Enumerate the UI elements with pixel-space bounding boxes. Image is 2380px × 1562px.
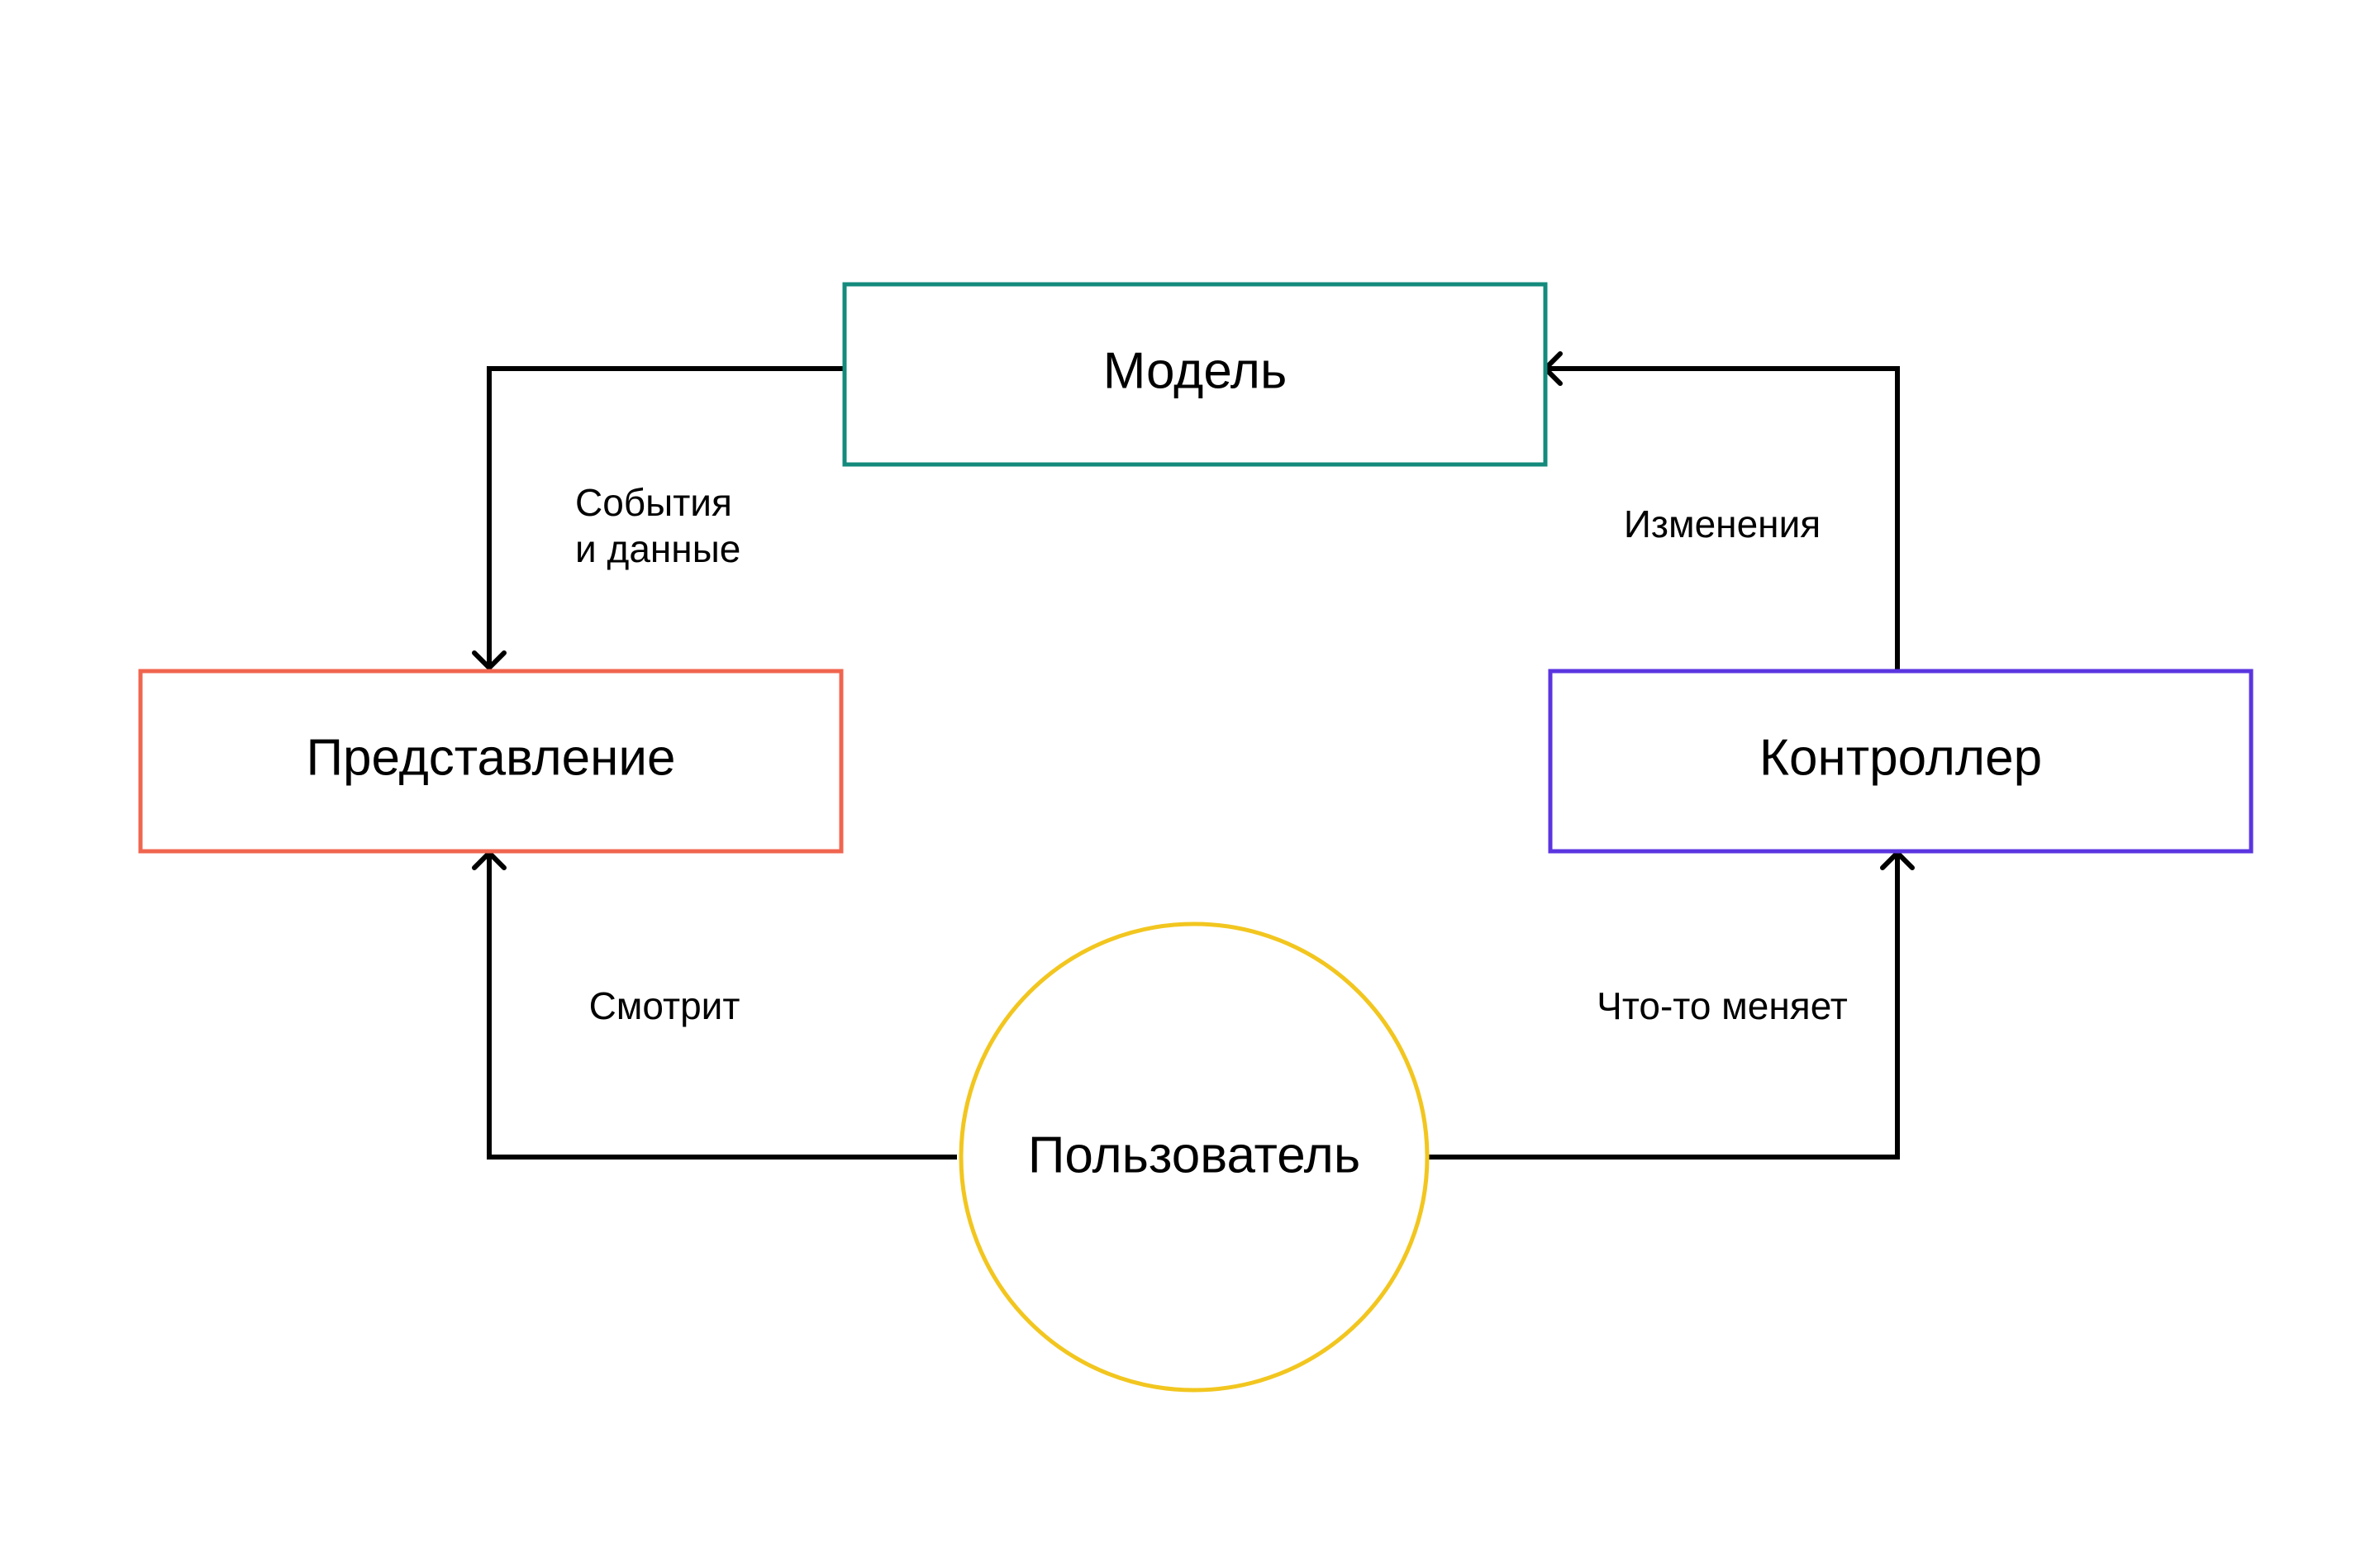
label-watches: Смотрит [589,984,740,1027]
label-changes-something: Что-то меняет [1597,984,1848,1027]
model-box [842,282,1548,467]
controller-label: Контроллер [1759,729,2042,786]
node-user: Пользователь [959,921,1430,1393]
node-view: Представление [138,669,844,854]
node-model: Модель [842,282,1548,467]
arrowhead-into-view-top [472,650,507,670]
label-changes: Изменения [1624,502,1821,545]
label-events-and-data-line-2: и данные [575,527,740,570]
edge-controller-to-model [1545,366,1900,669]
label-events-and-data-line-1: События [575,481,732,524]
user-label: Пользователь [1028,1126,1360,1183]
edge-user-to-controller [1426,853,1900,1160]
controller-box [1548,669,2254,854]
user-circle [959,921,1430,1393]
model-label: Модель [1103,342,1288,399]
edge-user-to-view [487,853,957,1160]
view-label: Представление [306,729,675,786]
view-box [138,669,844,854]
edge-model-to-view [487,366,843,668]
node-controller: Контроллер [1548,669,2254,854]
